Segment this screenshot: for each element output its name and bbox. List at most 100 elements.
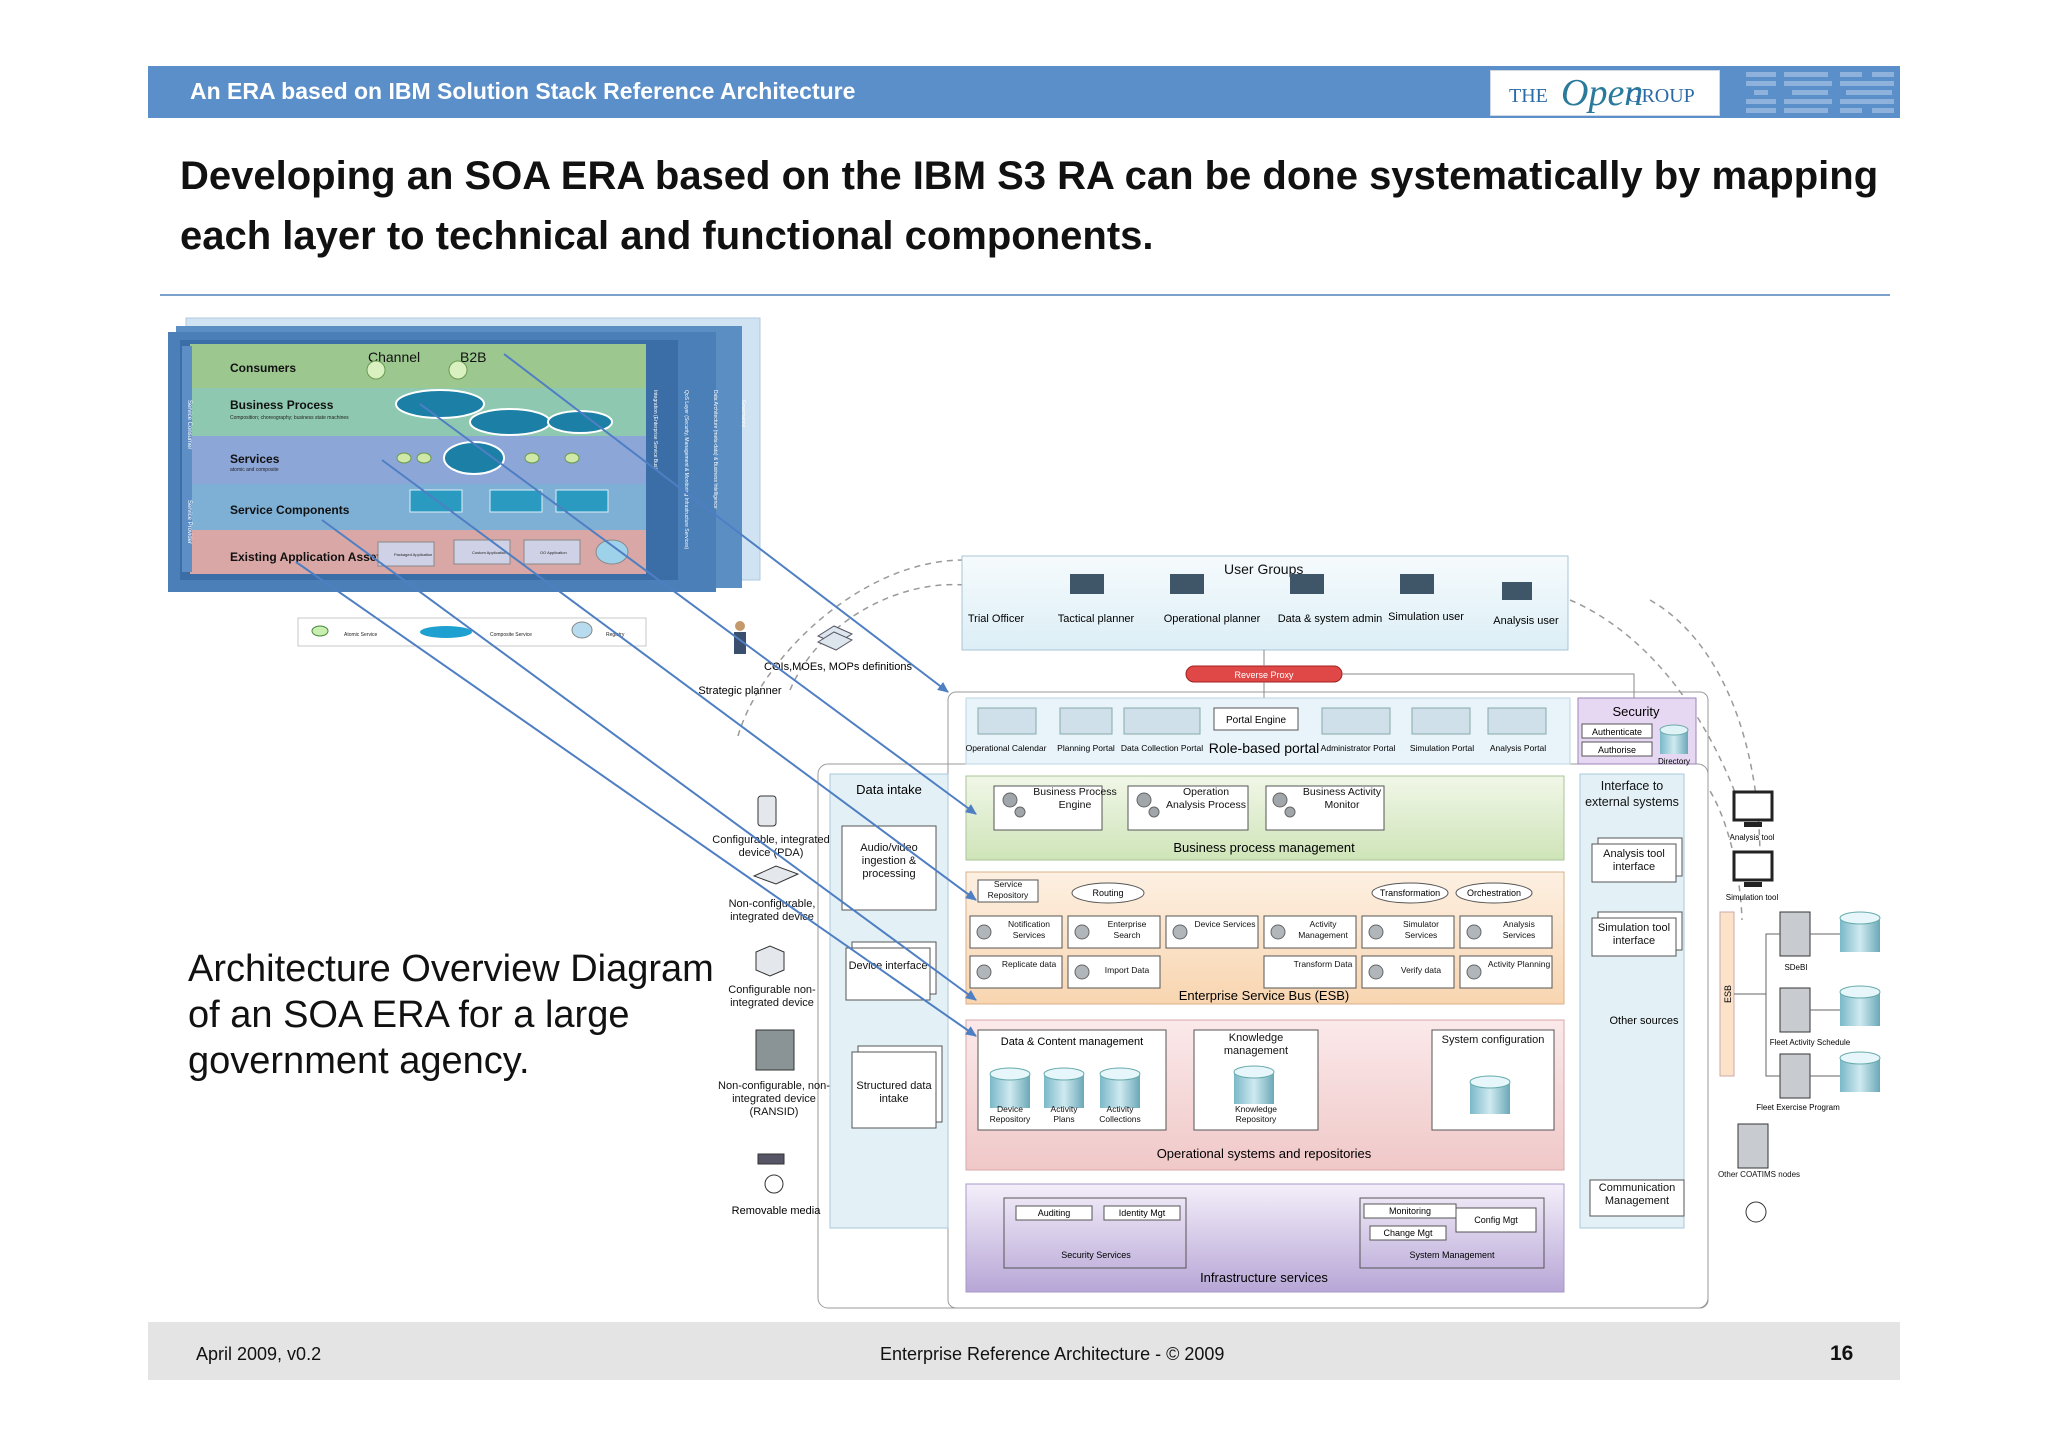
mapping-arrows — [295, 353, 977, 1037]
s3-reference-stack: Service Consumer Service Provider Consum… — [168, 317, 761, 647]
legend-atomic: Atomic Service — [344, 632, 378, 638]
era-diagram: User Groups Trial Officer Tactical plann… — [698, 555, 1881, 1309]
ext-esb-label: ESB — [1723, 985, 1733, 1003]
ops-device-repository: Device Repository — [989, 1104, 1031, 1124]
portal-ops-calendar: Operational Calendar — [966, 743, 1047, 753]
service-nodes — [366, 360, 580, 464]
user-simulation: Simulation user — [1388, 611, 1464, 623]
open-group-logo: THE Open GROUP — [1490, 70, 1720, 116]
portal-admin: Administrator Portal — [1321, 743, 1396, 753]
device-icons — [752, 795, 800, 1194]
esb-transform-data: Transform Data — [1293, 959, 1353, 969]
esb-device-services: Device Services — [1194, 919, 1256, 929]
vlayer-qos: QoS Layer (Security, Management & Monito… — [683, 390, 689, 549]
esb-activity-management: Activity Management — [1298, 919, 1348, 940]
infra-identity-mgt: Identity Mgt — [1119, 1208, 1166, 1218]
security-authorise: Authorise — [1598, 745, 1636, 755]
portal-planning: Planning Portal — [1057, 743, 1115, 753]
device-config-nonint-label: Configurable non-integrated device — [728, 984, 816, 1009]
portal-screens — [977, 707, 1547, 735]
footer-date: April 2009, v0.2 — [196, 1344, 322, 1364]
user-tactical-planner: Tactical planner — [1058, 613, 1135, 625]
ops-knowledge-repository: Knowledge Repository — [1234, 1104, 1278, 1124]
user-groups-title: User Groups — [1224, 561, 1303, 577]
asset-label-oo: OO Application — [540, 550, 567, 555]
bpm-title: Business process management — [1173, 840, 1355, 855]
audio-video-box: Audio/video ingestion & processing — [860, 842, 918, 880]
esb-notification: Notification Services — [1007, 919, 1051, 940]
removable-media-label: Removable media — [732, 1205, 822, 1217]
ops-activity-plans: Activity Plans — [1050, 1104, 1078, 1124]
user-groups-panel — [961, 555, 1569, 651]
monitor-icons — [1732, 790, 1774, 887]
portal-simulation: Simulation Portal — [1410, 743, 1474, 753]
user-data-admin: Data & system admin — [1278, 613, 1383, 625]
asset-boxes — [377, 539, 629, 567]
side-label-provider: Service Provider — [186, 500, 192, 544]
asset-label-packaged: Packaged Application — [394, 552, 432, 557]
user-operational-planner: Operational planner — [1164, 613, 1261, 625]
asset-label-custom: Custom Application — [472, 550, 506, 555]
device-pda-label: Configurable, integrated device (PDA) — [712, 834, 830, 859]
diagram-caption: Architecture Overview Diagram of an SOA … — [188, 948, 714, 1082]
portal-engine — [1213, 707, 1299, 731]
side-label-consumer: Service Consumer — [186, 400, 192, 449]
dcm-db-icons — [989, 1067, 1141, 1108]
layer-label-business-process: Business Process — [230, 398, 334, 412]
data-intake-title: Data intake — [856, 782, 922, 797]
infra-config-mgt: Config Mgt — [1474, 1215, 1518, 1225]
vlayer-integration: Integration (Enterprise Service Bus) — [652, 390, 658, 470]
security-directory: Directory — [1658, 757, 1690, 766]
bpm-engine: Business Process Engine — [1033, 786, 1117, 811]
heading-divider — [160, 294, 1890, 296]
footer-title: Enterprise Reference Architecture - © 20… — [880, 1344, 1225, 1364]
layer-consumers — [190, 344, 646, 388]
esb-import: Import Data — [1104, 965, 1150, 975]
ibm-logo — [1746, 72, 1894, 113]
security-authenticate: Authenticate — [1592, 727, 1642, 737]
portal-title: Role-based portal — [1209, 740, 1320, 756]
infra-security-services: Security Services — [1061, 1250, 1131, 1260]
ops-activity-collections: Activity Collections — [1099, 1104, 1141, 1124]
cd-icon — [1745, 1201, 1767, 1223]
directory-db-icon — [1659, 724, 1689, 754]
esb-service-repository: Service Repository — [987, 879, 1029, 900]
ext-analysis-interface: Analysis tool interface — [1603, 848, 1665, 873]
vlayer-governance: Governance — [740, 400, 746, 427]
gear-icons — [1002, 792, 1296, 818]
header-bar: An ERA based on IBM Solution Stack Refer… — [148, 66, 1900, 118]
documents-icon — [816, 625, 854, 651]
esb-title: Enterprise Service Bus (ESB) — [1179, 988, 1350, 1003]
server-icons — [1737, 911, 1811, 1169]
ext-communication-mgmt: Communication Management — [1598, 1182, 1676, 1207]
ext-other-sources: Other sources — [1609, 1015, 1679, 1027]
legend-registry: Registry — [606, 632, 625, 638]
portal-data-collection: Data Collection Portal — [1121, 743, 1203, 753]
device-interface-box: Device interface — [848, 960, 928, 972]
portal-engine-label: Portal Engine — [1226, 715, 1286, 726]
infra-panel — [965, 1183, 1565, 1293]
reverse-proxy-label: Reverse Proxy — [1234, 670, 1294, 680]
ops-dcm-title: Data & Content management — [1001, 1036, 1143, 1048]
esb-verify: Verify data — [1400, 965, 1442, 975]
b2b-label: B2B — [460, 349, 486, 365]
layer-label-existing-assets: Existing Application Assets — [230, 550, 387, 564]
component-boxes — [409, 489, 609, 513]
infra-change-mgt: Change Mgt — [1383, 1228, 1433, 1238]
header-title: An ERA based on IBM Solution Stack Refer… — [190, 78, 856, 104]
right-other-coatims: Other COATIMS nodes — [1717, 1170, 1801, 1179]
user-trial-officer: Trial Officer — [968, 613, 1025, 625]
external-db-icons — [1839, 911, 1881, 1092]
vlayer-data: Data Architecture (meta-data) & Business… — [712, 390, 718, 509]
structured-intake-box: Structured data intake — [856, 1080, 932, 1105]
layer-label-services: Services — [230, 452, 280, 466]
layer-label-service-components: Service Components — [230, 503, 350, 517]
layer-label-consumers: Consumers — [230, 361, 296, 375]
esb-enterprise-search: Enterprise Search — [1107, 919, 1147, 940]
infra-auditing: Auditing — [1038, 1208, 1071, 1218]
device-ransid-label: Non-configurable, non-integrated device … — [718, 1080, 830, 1118]
infra-title: Infrastructure services — [1200, 1270, 1328, 1285]
right-analysis-tool: Analysis tool — [1730, 833, 1775, 842]
legend-composite: Composite Service — [490, 632, 532, 638]
